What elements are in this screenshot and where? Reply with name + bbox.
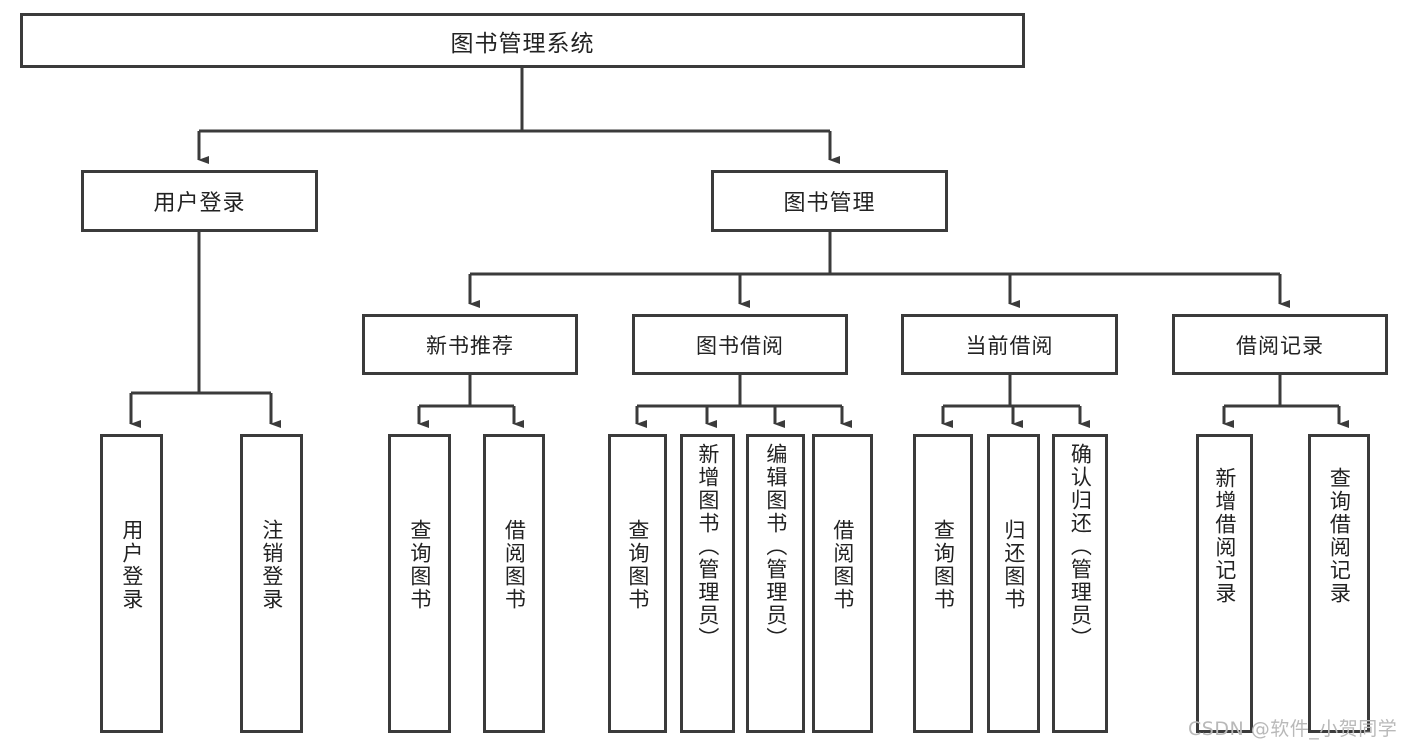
leaf-borrow-borrow-book[interactable]: 借阅图书 (812, 434, 873, 733)
node-root[interactable]: 图书管理系统 (20, 13, 1025, 68)
leaf-borrow-add-book-admin-label: 新增图书（管理员） (695, 443, 720, 650)
node-new-book-recommend[interactable]: 新书推荐 (362, 314, 578, 375)
node-user-login[interactable]: 用户登录 (81, 170, 318, 232)
leaf-borrow-edit-book-admin[interactable]: 编辑图书（管理员） (746, 434, 805, 733)
node-book-management-label: 图书管理 (783, 191, 876, 216)
leaf-recommend-borrow-book[interactable]: 借阅图书 (483, 434, 545, 733)
leaf-borrow-query-book-label: 查询图书 (625, 519, 650, 611)
node-root-label: 图书管理系统 (450, 30, 595, 57)
leaf-borrow-add-book-admin[interactable]: 新增图书（管理员） (680, 434, 735, 733)
leaf-current-confirm-return-admin[interactable]: 确认归还（管理员） (1052, 434, 1108, 733)
node-book-management[interactable]: 图书管理 (711, 170, 948, 232)
leaf-record-add-borrow-record[interactable]: 新增借阅记录 (1196, 434, 1253, 733)
leaf-record-query-borrow-record-label: 查询借阅记录 (1327, 467, 1352, 605)
node-borrow-record[interactable]: 借阅记录 (1172, 314, 1388, 375)
leaf-user-logout[interactable]: 注销登录 (240, 434, 303, 733)
leaf-user-login-label: 用户登录 (119, 519, 144, 611)
node-borrow-record-label: 借阅记录 (1236, 333, 1324, 358)
leaf-borrow-query-book[interactable]: 查询图书 (608, 434, 667, 733)
leaf-recommend-query-book-label: 查询图书 (407, 519, 432, 611)
node-current-borrow-label: 当前借阅 (965, 333, 1054, 358)
leaf-record-query-borrow-record[interactable]: 查询借阅记录 (1308, 434, 1370, 733)
node-book-borrow[interactable]: 图书借阅 (632, 314, 848, 375)
node-new-book-recommend-label: 新书推荐 (426, 333, 514, 358)
leaf-borrow-edit-book-admin-label: 编辑图书（管理员） (763, 443, 788, 650)
leaf-borrow-borrow-book-label: 借阅图书 (830, 519, 855, 611)
node-user-login-label: 用户登录 (153, 191, 246, 216)
leaf-current-query-book-label: 查询图书 (931, 519, 956, 611)
leaf-current-return-book[interactable]: 归还图书 (987, 434, 1040, 733)
node-current-borrow[interactable]: 当前借阅 (901, 314, 1118, 375)
leaf-current-confirm-return-admin-label: 确认归还（管理员） (1068, 443, 1093, 650)
leaf-record-add-borrow-record-label: 新增借阅记录 (1212, 467, 1237, 605)
leaf-recommend-query-book[interactable]: 查询图书 (388, 434, 451, 733)
leaf-recommend-borrow-book-label: 借阅图书 (502, 519, 527, 611)
leaf-current-return-book-label: 归还图书 (1001, 519, 1026, 611)
leaf-current-query-book[interactable]: 查询图书 (913, 434, 973, 733)
watermark: CSDN @软件_小贺同学 (1188, 718, 1398, 740)
leaf-user-logout-label: 注销登录 (259, 519, 284, 611)
leaf-user-login[interactable]: 用户登录 (100, 434, 163, 733)
node-book-borrow-label: 图书借阅 (696, 333, 784, 358)
